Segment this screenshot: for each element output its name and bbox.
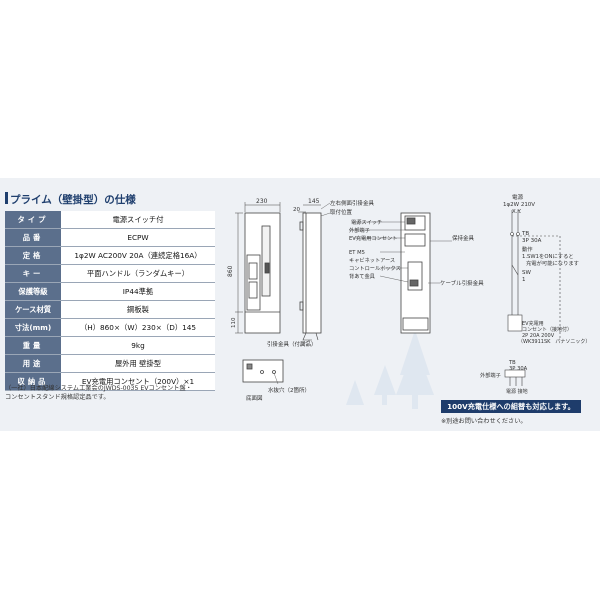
footnote-line: コンセントスタンド規格認定品です。 [5,394,110,401]
table-row: タイプ電源スイッチ付 [5,211,215,229]
tb-label: TB [521,231,529,237]
dim-depth-label: 145 [308,198,320,205]
dim-20-label: 20 [293,207,300,213]
spec-key: タイプ [5,211,61,229]
holding-bracket-label: 保持金具 [452,234,475,242]
external-terminal-wiring-label: 外部端子 [480,371,501,379]
page-title: プライム（壁掛型）の仕様 [10,194,136,206]
table-row: キー平面ハンドル（ランダムキー） [5,264,215,283]
side-view [298,202,331,347]
tb-spec-label: 3P 30A [522,238,542,244]
spec-key: 保護等級 [5,282,61,301]
spec-key: 品番 [5,228,61,247]
table-row: 寸法(mm)（H）860×（W）230×（D）145 [5,318,215,337]
tb2-label: TB [508,360,516,366]
bracket-side-label: 左右側面引掛金具 [330,199,375,207]
spec-value: ECPW [61,228,215,247]
spec-value: （H）860×（W）230×（D）145 [61,318,215,337]
spec-key: 用途 [5,354,61,373]
certification-note: （一社）日本配線システム工業会のJWDS-0035 EVコンセント盤・ コンセン… [5,384,220,402]
tree-decoration [346,330,434,409]
drain-hole-label: 水抜穴（2箇所） [268,386,310,394]
spec-value: 1φ2W AC200V 20A（連続定格16A） [61,246,215,265]
spec-value: EV充電用コンセント（200V）×1 [61,372,215,391]
earth-label: 電源 接地 [506,388,528,395]
dim-width-label: 230 [256,198,268,205]
operation-line-2: 充電が可能になります [526,259,579,267]
power-switch-label: 電源スイッチ [351,218,382,226]
external-terminal-label: 外部端子 [349,226,370,234]
dim-height-label: 860 [227,265,234,277]
ev-outlet-label: EV充電用コンセント [349,234,397,242]
spec-key: キー [5,264,61,283]
ev-outlet-line-1: EV充電用 [522,320,544,327]
spec-key: 定格 [5,246,61,265]
cable-bracket-label: ケーブル引掛金具 [440,279,484,287]
title-accent-bar [5,192,8,204]
spec-key: 重量 [5,336,61,355]
mount-position-label: 取付位置 [330,208,353,216]
bottom-view-label: 底面図 [246,394,263,402]
et-m5-label: ET M5 [349,250,365,256]
wiring-diagram [504,210,561,386]
bottom-view [242,359,284,385]
ev-outlet-line-4: （WK3911SK パナソニック） [518,339,590,345]
cabinet-earth-label: キャビネットアース [349,256,395,264]
power-label: 電源 [512,193,524,201]
spec-key: 収納品 [5,372,61,391]
spec-value: 平面ハンドル（ランダムキー） [61,264,215,283]
contact-note: ※別途お問い合わせください。 [441,418,527,425]
footnote-line: （一社）日本配線システム工業会のJWDS-0035 EVコンセント盤・ [5,385,192,392]
dim-110-label: 110 [231,317,237,328]
spec-value: 鋼板製 [61,300,215,319]
sw-label: SW [522,270,531,276]
spec-key: 寸法(mm) [5,318,61,337]
hook-accessory-label: 引掛金具（付属品） [267,340,317,348]
conversion-notice: 100V充電仕様への組替も対応します。 [441,400,581,413]
power-spec-label: 1φ2W 210V [503,202,535,208]
internal-view [349,212,452,334]
spec-value: 電源スイッチ付 [61,211,215,229]
spec-value: IP44準拠 [61,282,215,301]
ev-outlet-line-3: 2P 20A 200V [522,333,555,339]
tb2-spec-label: 3P 30A [509,366,528,372]
spec-value: 屋外用 壁掛型 [61,354,215,373]
embed-bracket-label: 背あて金具 [349,272,375,280]
operation-line-1: 1.SW1をONにすると [522,253,574,260]
spec-key: ケース材質 [5,300,61,319]
control-box-label: コントロールボックス [349,264,401,272]
front-view [235,202,281,334]
ev-outlet-line-2: コンセント（接地付） [522,326,572,333]
xy-label: X.Y. [512,209,522,215]
table-row: 用途屋外用 壁掛型 [5,354,215,373]
table-row: ケース材質鋼板製 [5,300,215,319]
sw-number-label: 1 [522,277,526,283]
spec-value: 9kg [61,336,215,355]
operation-title: 動作 [522,245,533,253]
